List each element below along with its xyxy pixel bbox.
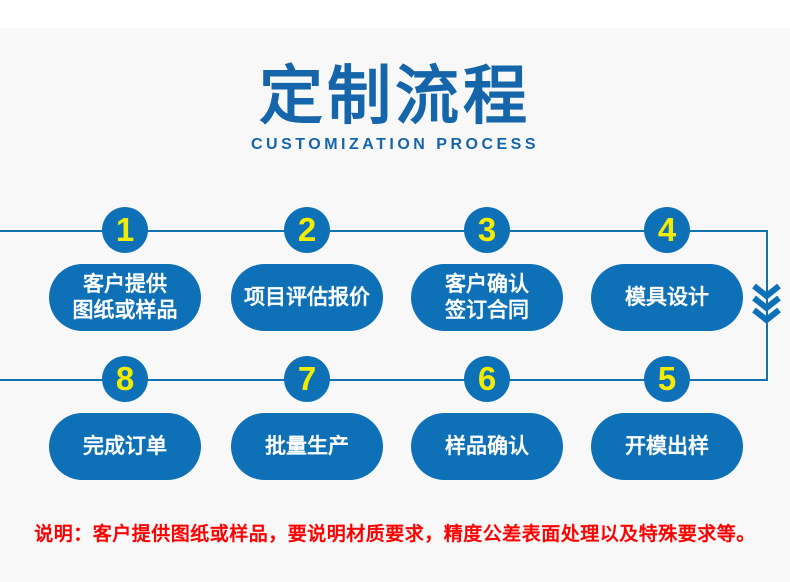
step-2: 2 项目评估报价 <box>227 207 387 331</box>
step-2-number-badge: 2 <box>284 207 330 253</box>
step-1: 1 客户提供 图纸或样品 <box>45 207 205 331</box>
page-subtitle: CUSTOMIZATION PROCESS <box>250 136 540 153</box>
step-5: 5 开模出样 <box>587 356 747 480</box>
step-6-pill: 样品确认 <box>411 413 563 480</box>
step-1-label-line2: 图纸或样品 <box>72 298 178 322</box>
footnote-text: 说明：客户提供图纸或样品，要说明材质要求，精度公差表面处理以及特殊要求等。 <box>34 524 756 545</box>
step-5-number-badge: 5 <box>644 356 690 402</box>
chevron-down-icon <box>752 283 781 323</box>
step-7-label: 批量生产 <box>265 434 349 458</box>
step-4-number-badge: 4 <box>644 207 690 253</box>
step-4: 4 模具设计 <box>587 207 747 331</box>
step-4-pill: 模具设计 <box>591 264 743 331</box>
step-2-pill: 项目评估报价 <box>231 264 383 331</box>
step-1-label: 客户提供 <box>83 272 167 296</box>
step-6-number-badge: 6 <box>464 356 510 402</box>
step-1-number-badge: 1 <box>102 207 148 253</box>
flow-line-top <box>0 230 768 232</box>
step-7: 7 批量生产 <box>227 356 387 480</box>
step-7-pill: 批量生产 <box>231 413 383 480</box>
page-title: 定制流程 <box>259 60 531 132</box>
step-4-label: 模具设计 <box>625 285 709 309</box>
step-6-number: 6 <box>477 359 497 397</box>
step-4-number: 4 <box>657 210 677 248</box>
step-3-pill: 客户确认 签订合同 <box>411 264 563 331</box>
step-8-pill: 完成订单 <box>49 413 201 480</box>
step-8-label: 完成订单 <box>83 434 167 458</box>
step-5-label: 开模出样 <box>625 434 709 458</box>
step-3: 3 客户确认 签订合同 <box>407 207 567 331</box>
step-5-pill: 开模出样 <box>591 413 743 480</box>
step-3-number: 3 <box>477 210 497 248</box>
step-8: 8 完成订单 <box>45 356 205 480</box>
step-2-number: 2 <box>297 210 317 248</box>
step-3-number-badge: 3 <box>464 207 510 253</box>
step-2-label: 项目评估报价 <box>244 285 370 309</box>
title-block: 定制流程 CUSTOMIZATION PROCESS <box>0 60 790 154</box>
step-6-label: 样品确认 <box>445 434 529 458</box>
step-8-number: 8 <box>115 359 135 397</box>
step-7-number-badge: 7 <box>284 356 330 402</box>
step-1-pill: 客户提供 图纸或样品 <box>49 264 201 331</box>
step-5-number: 5 <box>657 359 677 397</box>
step-3-label-line2: 签订合同 <box>445 298 529 322</box>
step-1-number: 1 <box>115 210 135 248</box>
step-7-number: 7 <box>297 359 317 397</box>
step-6: 6 样品确认 <box>407 356 567 480</box>
step-8-number-badge: 8 <box>102 356 148 402</box>
flow-line-bottom <box>0 379 768 381</box>
step-3-label: 客户确认 <box>445 272 529 296</box>
